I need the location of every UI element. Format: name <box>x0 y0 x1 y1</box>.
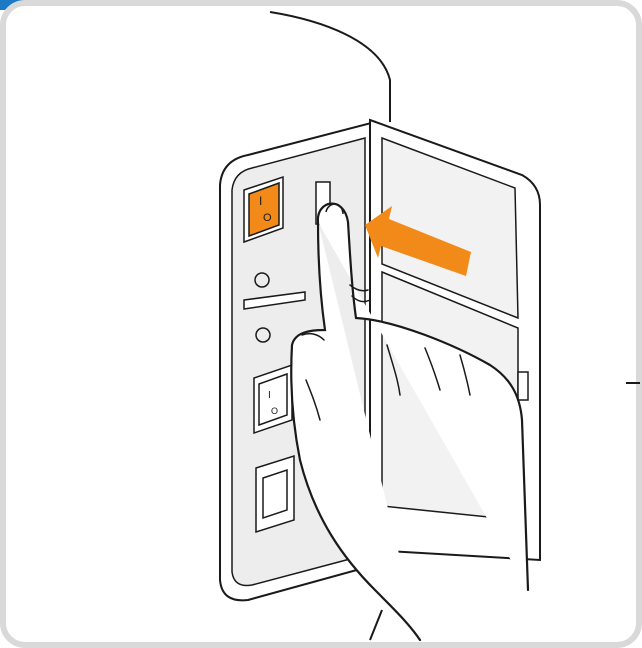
secondary-switch-on-symbol: I <box>268 390 271 401</box>
secondary-switch-off-symbol: O <box>271 406 278 416</box>
switch-off-symbol: O <box>263 212 272 224</box>
connector-port-icon <box>256 456 294 532</box>
switch-on-symbol: I <box>259 194 262 208</box>
door-latch <box>518 372 528 400</box>
